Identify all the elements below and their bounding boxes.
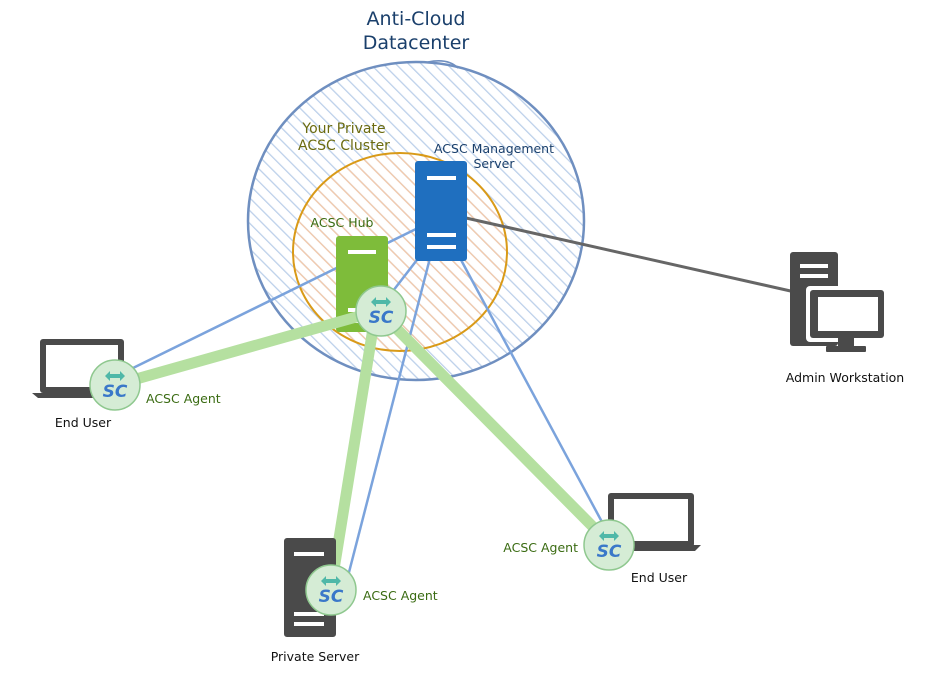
end-user-left-label: End User	[55, 415, 112, 430]
private-server-agent-label: ACSC Agent	[363, 588, 438, 603]
management-server-label-line1: ACSC Management	[434, 141, 554, 156]
cluster-label-line2: ACSC Cluster	[298, 138, 390, 154]
end-user-left-agent-label: ACSC Agent	[146, 391, 221, 406]
agent-badge-text: SC	[103, 382, 128, 402]
acsc-management-server-icon	[415, 161, 467, 261]
link-mgmt-private-server	[345, 257, 432, 581]
link-hub-private-server	[325, 310, 381, 594]
hub-agent-badge-icon: SC	[355, 285, 407, 337]
management-server-label-line2: Server	[474, 156, 516, 171]
agent-links	[109, 304, 615, 594]
private-server-agent-badge-icon: SC	[305, 564, 357, 616]
cluster-label-line1: Your Private	[301, 121, 385, 137]
admin-workstation-icon	[790, 252, 888, 352]
double-arrow-icon	[321, 576, 341, 586]
end-user-right-agent-badge-icon: SC	[583, 519, 635, 571]
agent-badge-text: SC	[597, 542, 622, 562]
private-server-label: Private Server	[271, 649, 360, 664]
link-mgmt-end-user-right	[458, 257, 604, 523]
datacenter-title-line2: Datacenter	[363, 32, 470, 54]
agent-badge-text: SC	[319, 587, 344, 607]
link-hub-end-user-right	[380, 312, 615, 549]
hub-label: ACSC Hub	[311, 215, 374, 230]
admin-workstation-label: Admin Workstation	[786, 370, 904, 385]
end-user-left-agent-badge-icon: SC	[89, 359, 141, 411]
end-user-right-agent-label: ACSC Agent	[503, 540, 578, 555]
double-arrow-icon	[105, 371, 125, 381]
link-hub-end-user-left	[109, 304, 387, 391]
agent-badge-text: SC	[369, 308, 394, 328]
double-arrow-icon	[371, 297, 391, 307]
link-admin-workstation	[465, 216, 796, 294]
datacenter-title-line1: Anti-Cloud	[367, 8, 466, 30]
double-arrow-icon	[599, 531, 619, 541]
end-user-right-label: End User	[631, 570, 688, 585]
